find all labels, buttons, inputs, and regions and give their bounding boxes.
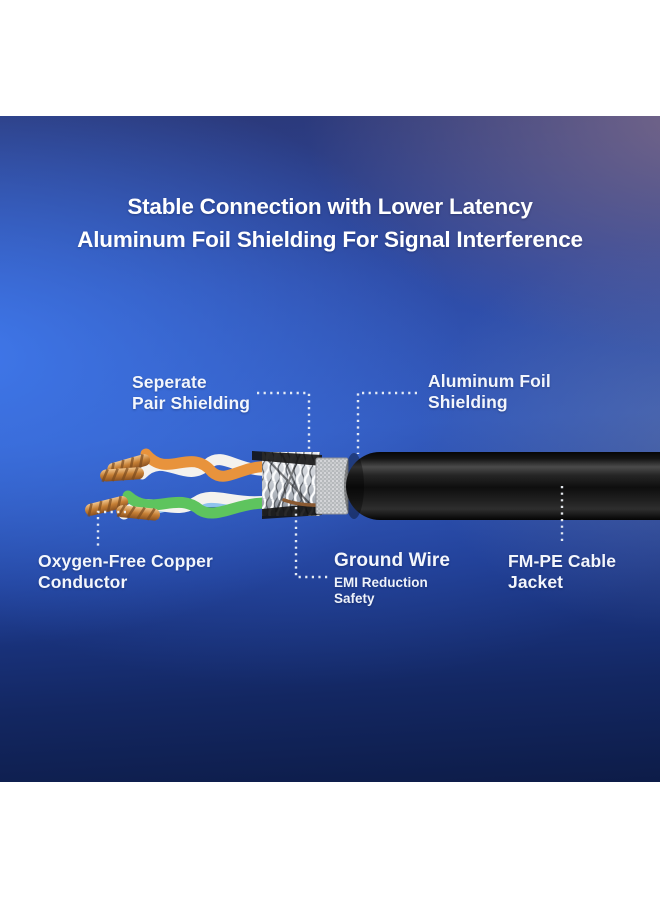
title-line-1: Stable Connection with Lower Latency: [127, 194, 533, 219]
fm-pe-cable-jacket: [344, 452, 660, 520]
leader-line-aluminum-foil-shielding: [356, 391, 417, 454]
twisted-pair-orange-white: [136, 448, 298, 482]
leader-line-ground-wire: [294, 507, 328, 579]
callout-ground-wire-note: EMI Reduction Safety: [334, 575, 428, 606]
aluminum-foil-shielding-band: [315, 457, 349, 515]
title-line-2: Aluminum Foil Shielding For Signal Inter…: [77, 227, 583, 252]
blue-gradient-panel: [0, 116, 660, 782]
twisted-pair-green-white: [118, 490, 296, 520]
page-title: Stable Connection with Lower Latency Alu…: [0, 190, 660, 256]
callout-oxygen-free-copper-conductor: Oxygen-Free Copper Conductor: [38, 551, 213, 592]
leader-line-separate-pair-shielding: [257, 391, 311, 449]
callout-aluminum-foil-shielding: Aluminum Foil Shielding: [428, 371, 551, 412]
jacket-lip-top: [252, 451, 322, 466]
jacket-lip-bottom: [262, 503, 322, 519]
callout-ground-wire: Ground Wire: [334, 550, 450, 571]
oxygen-free-copper-conductor-tips: [82, 451, 162, 523]
callout-fm-pe-cable-jacket: FM-PE Cable Jacket: [508, 551, 617, 592]
callout-separate-pair-shielding: Seperate Pair Shielding: [132, 372, 251, 413]
leader-line-oxygen-free-copper: [96, 510, 126, 546]
